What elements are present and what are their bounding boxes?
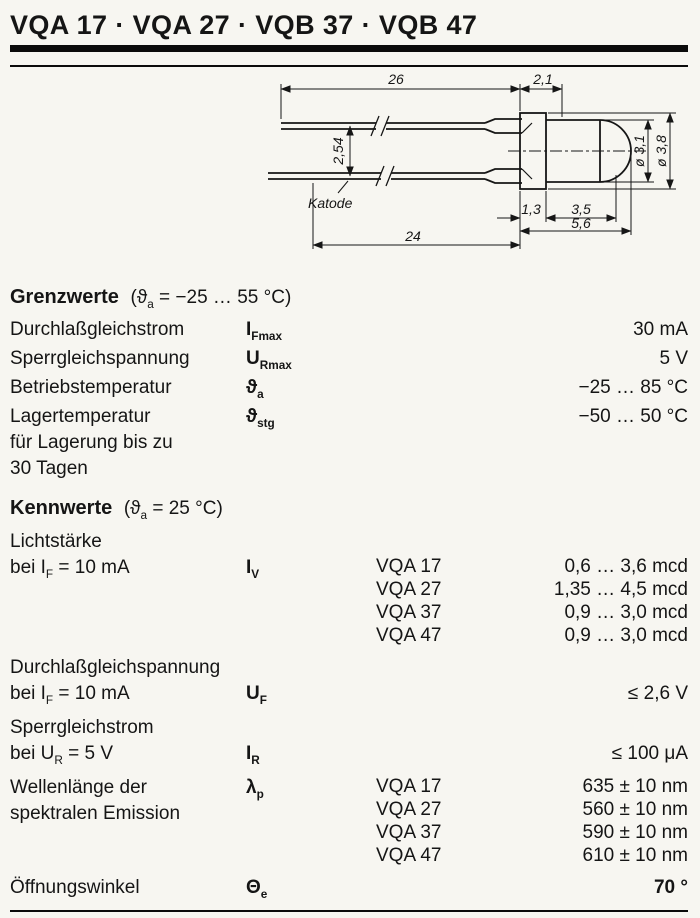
param-symbol: λp: [246, 777, 264, 801]
grenzwerte-section: Grenzwerte (ϑa = −25 … 55 °C) Durchlaßgl…: [10, 285, 688, 482]
variant-list: VQA 17 0,6 … 3,6 mcd VQA 27 1,35 … 4,5 m…: [376, 529, 688, 647]
variant-row: VQA 27 560 ± 10 nm: [376, 798, 688, 821]
device-name: VQA 37: [376, 602, 442, 623]
device-name: VQA 47: [376, 625, 442, 646]
param-label: Durchlaßgleichstrom: [10, 319, 185, 340]
device-name: VQA 27: [376, 579, 442, 600]
grenzwerte-heading: Grenzwerte (ϑa = −25 … 55 °C): [10, 285, 688, 310]
param-label: Sperrgleichstrom bei UR = 5 V: [10, 717, 154, 767]
param-label: Wellenlänge der spektralen Emission: [10, 777, 181, 824]
param-value: 560 ± 10 nm: [582, 799, 689, 820]
device-name: VQA 37: [376, 822, 442, 843]
dim-total-label: 5,6: [571, 215, 591, 231]
variant-row: VQA 17 635 ± 10 nm: [376, 775, 688, 798]
led-drawing-svg: 26 2,1 2,54 24 1,3 3,5 5,6 ø 3,1 ø 3,8 K…: [268, 71, 676, 249]
dim-body-label: 3,5: [571, 201, 591, 217]
kennwerte-section: Kennwerte (ϑa = 25 °C) Lichtstärke bei I…: [10, 496, 688, 901]
param-value: −50 … 50 °C: [578, 406, 688, 427]
param-label: Sperrgleichspannung: [10, 348, 190, 369]
variant-row: VQA 47 0,9 … 3,0 mcd: [376, 624, 688, 647]
lead-break-marks-bottom: [375, 165, 395, 187]
param-symbol: UF: [246, 683, 267, 707]
variant-list: VQA 17 635 ± 10 nm VQA 27 560 ± 10 nm VQ…: [376, 775, 688, 867]
device-name: VQA 17: [376, 556, 442, 577]
param-value: 30 mA: [633, 319, 688, 340]
variant-row: VQA 37 590 ± 10 nm: [376, 821, 688, 844]
dimension-labels: 26 2,1 2,54 24 1,3 3,5 5,6 ø 3,1 ø 3,8 K…: [308, 71, 669, 244]
param-value: 610 ± 10 nm: [582, 845, 689, 866]
param-value: 0,9 … 3,0 mcd: [564, 602, 688, 623]
kennwerte-title: Kennwerte: [10, 497, 113, 519]
device-name: VQA 17: [376, 776, 442, 797]
dim-top-lead-label: 26: [387, 71, 404, 87]
param-symbol: IFmax: [246, 319, 283, 343]
param-value: 590 ± 10 nm: [582, 822, 689, 843]
kennwerte-row-sperrgleichstrom: Sperrgleichstrom bei UR = 5 V IR ≤ 100 μ…: [10, 715, 688, 767]
grenzwerte-row-sperrgleichspannung: Sperrgleichspannung URmax 5 V: [10, 346, 688, 372]
param-value: 0,9 … 3,0 mcd: [564, 625, 688, 646]
param-symbol: URmax: [246, 348, 292, 372]
param-value: ≤ 2,6 V: [627, 683, 688, 704]
dim-flange-label: 2,1: [532, 71, 552, 87]
kennwerte-row-lichtstaerke: Lichtstärke bei IF = 10 mA IV VQA 17 0,6…: [10, 529, 688, 647]
param-value: 635 ± 10 nm: [582, 776, 689, 797]
param-value: −25 … 85 °C: [578, 377, 688, 398]
kennwerte-row-durchlassgleichspannung: Durchlaßgleichspannung bei IF = 10 mA UF…: [10, 655, 688, 707]
device-name: VQA 47: [376, 845, 442, 866]
param-value: 70 °: [653, 877, 688, 898]
variant-row: VQA 27 1,35 … 4,5 mcd: [376, 578, 688, 601]
dimension-lines: [280, 84, 676, 249]
led-technical-drawing: 26 2,1 2,54 24 1,3 3,5 5,6 ø 3,1 ø 3,8 K…: [10, 71, 688, 277]
param-value: 0,6 … 3,6 mcd: [564, 556, 688, 577]
param-label: Durchlaßgleichspannung bei IF = 10 mA: [10, 657, 221, 707]
param-label: Lagertemperatur für Lagerung bis zu 30 T…: [10, 406, 173, 479]
top-lead: [281, 122, 376, 130]
variant-row: VQA 47 610 ± 10 nm: [376, 844, 688, 867]
dim-rim-label: 1,3: [521, 201, 541, 217]
param-label: Öffnungswinkel: [10, 877, 140, 898]
bottom-lead-crimp: [484, 168, 522, 184]
dim-dia-flange-label: ø 3,8: [653, 135, 669, 167]
grenzwerte-row-durchlassgleichstrom: Durchlaßgleichstrom IFmax 30 mA: [10, 317, 688, 343]
grenzwerte-title: Grenzwerte: [10, 286, 119, 308]
page-title: VQA 17 · VQA 27 · VQB 37 · VQB 47: [10, 10, 478, 40]
bottom-lead: [268, 172, 381, 180]
param-symbol: IV: [246, 557, 260, 581]
param-symbol: ϑa: [246, 377, 264, 401]
device-name: VQA 27: [376, 799, 442, 820]
variant-row: VQA 37 0,9 … 3,0 mcd: [376, 601, 688, 624]
param-symbol: Θe: [246, 877, 268, 901]
variant-row: VQA 17 0,6 … 3,6 mcd: [376, 555, 688, 578]
cathode-leader-line: [337, 180, 349, 194]
param-value: 5 V: [659, 348, 688, 369]
title-rule-thin: [10, 65, 688, 67]
inner-detail: [521, 122, 533, 180]
param-symbol: ϑstg: [246, 406, 275, 430]
param-symbol: IR: [246, 743, 260, 767]
top-lead-crimp: [484, 118, 522, 134]
param-label: Lichtstärke bei IF = 10 mA: [10, 531, 130, 581]
lead-break-marks-top: [370, 115, 390, 137]
kennwerte-row-oeffnungswinkel: Öffnungswinkel Θe 70 °: [10, 875, 688, 901]
cathode-label: Katode: [308, 195, 353, 211]
grenzwerte-row-betriebstemperatur: Betriebstemperatur ϑa −25 … 85 °C: [10, 375, 688, 401]
title-rule-thick: [10, 45, 688, 52]
param-value: ≤ 100 μA: [611, 743, 688, 764]
grenzwerte-condition: (ϑa = −25 … 55 °C): [130, 287, 292, 311]
dim-bottom-lead-label: 24: [404, 228, 421, 244]
kennwerte-heading: Kennwerte (ϑa = 25 °C): [10, 496, 688, 521]
led-body: [546, 119, 600, 183]
kennwerte-condition: (ϑa = 25 °C): [123, 498, 223, 522]
param-label: Betriebstemperatur: [10, 377, 172, 398]
kennwerte-row-wellenlaenge: Wellenlänge der spektralen Emission λp V…: [10, 775, 688, 867]
bottom-rule: [10, 910, 688, 912]
grenzwerte-table: Durchlaßgleichstrom IFmax 30 mA Sperrgle…: [10, 317, 688, 482]
grenzwerte-row-lagertemperatur: Lagertemperatur für Lagerung bis zu 30 T…: [10, 404, 688, 482]
param-value: 1,35 … 4,5 mcd: [553, 579, 688, 600]
dim-pitch-label: 2,54: [330, 137, 346, 165]
dim-dia-lens-label: ø 3,1: [631, 135, 647, 167]
